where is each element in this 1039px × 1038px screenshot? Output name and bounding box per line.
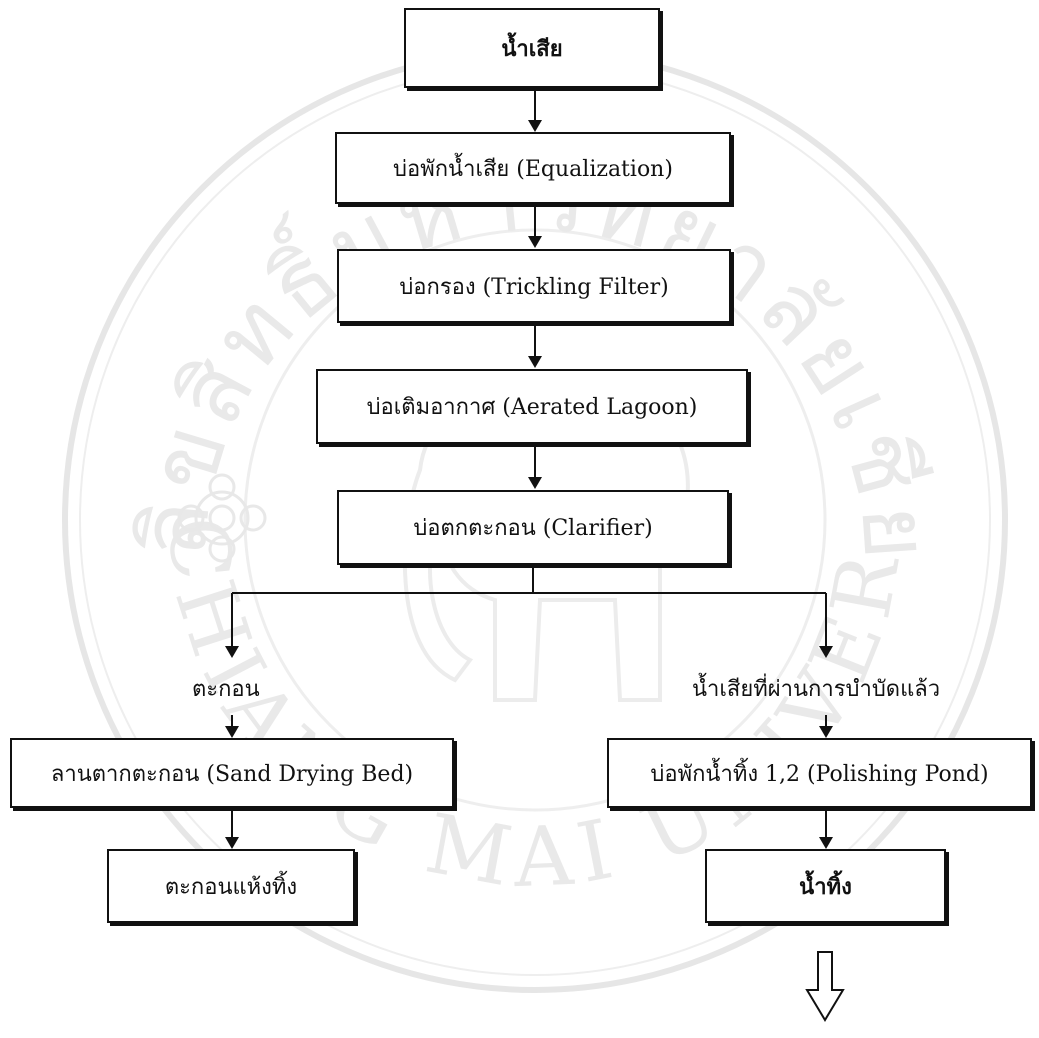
flower-emblem-icon — [177, 473, 267, 563]
node-aerated-lagoon: บ่อเติมอากาศ (Aerated Lagoon) — [316, 369, 748, 444]
label-treated-wastewater: น้ำเสียที่ผ่านการบำบัดแล้ว — [692, 677, 941, 702]
node-equalization: บ่อพักน้ำเสีย (Equalization) — [335, 132, 731, 204]
node-polishing-pond: บ่อพักน้ำทิ้ง 1,2 (Polishing Pond) — [607, 738, 1032, 808]
node-sand-drying-bed: ลานตากตะกอน (Sand Drying Bed) — [10, 738, 454, 808]
node-raw-wastewater: น้ำเสีย — [404, 8, 660, 88]
node-clarifier: บ่อตกตะกอน (Clarifier) — [337, 490, 729, 565]
node-trickling-filter: บ่อกรอง (Trickling Filter) — [337, 249, 731, 323]
label-sludge: ตะกอน — [192, 677, 260, 702]
node-dry-sludge-disposal: ตะกอนแห้งทิ้ง — [107, 849, 355, 923]
node-effluent: น้ำทิ้ง — [705, 849, 946, 923]
hollow-down-arrow-icon — [805, 951, 845, 1022]
